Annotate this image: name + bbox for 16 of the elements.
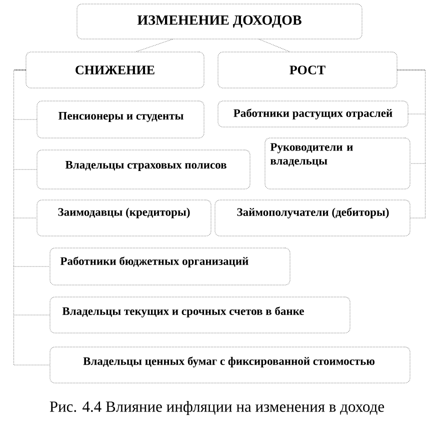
group-box: Владельцы текущих и срочных счетов в банке: [50, 296, 350, 334]
group-box: Руководители и владельцы: [264, 138, 410, 190]
heading-box: ИЗМЕНЕНИЕ ДОХОДОВ: [76, 4, 362, 40]
group-box: Работники бюджетных организаций: [50, 248, 290, 286]
connector-line: [397, 70, 426, 218]
connector-line: [258, 39, 290, 52]
group-box: Займополучатели (дебиторы): [214, 200, 410, 236]
caption: Рис. 4.4 Влияние инфляции на изменения в доходе: [50, 400, 384, 416]
group-box: Владельцы страховых полисов: [36, 150, 250, 190]
category-box: РОСТ: [218, 52, 398, 88]
group-box: Пенсионеры и студенты: [36, 100, 204, 138]
group-box: Владельцы ценных бумаг с фиксированной стоимостью: [50, 346, 410, 384]
category-box: СНИЖЕНИЕ: [26, 52, 204, 88]
connector-line: [14, 70, 50, 366]
group-box: Работники растущих отраслей: [218, 100, 408, 128]
group-box: Заимодавцы (кредиторы): [36, 200, 212, 236]
